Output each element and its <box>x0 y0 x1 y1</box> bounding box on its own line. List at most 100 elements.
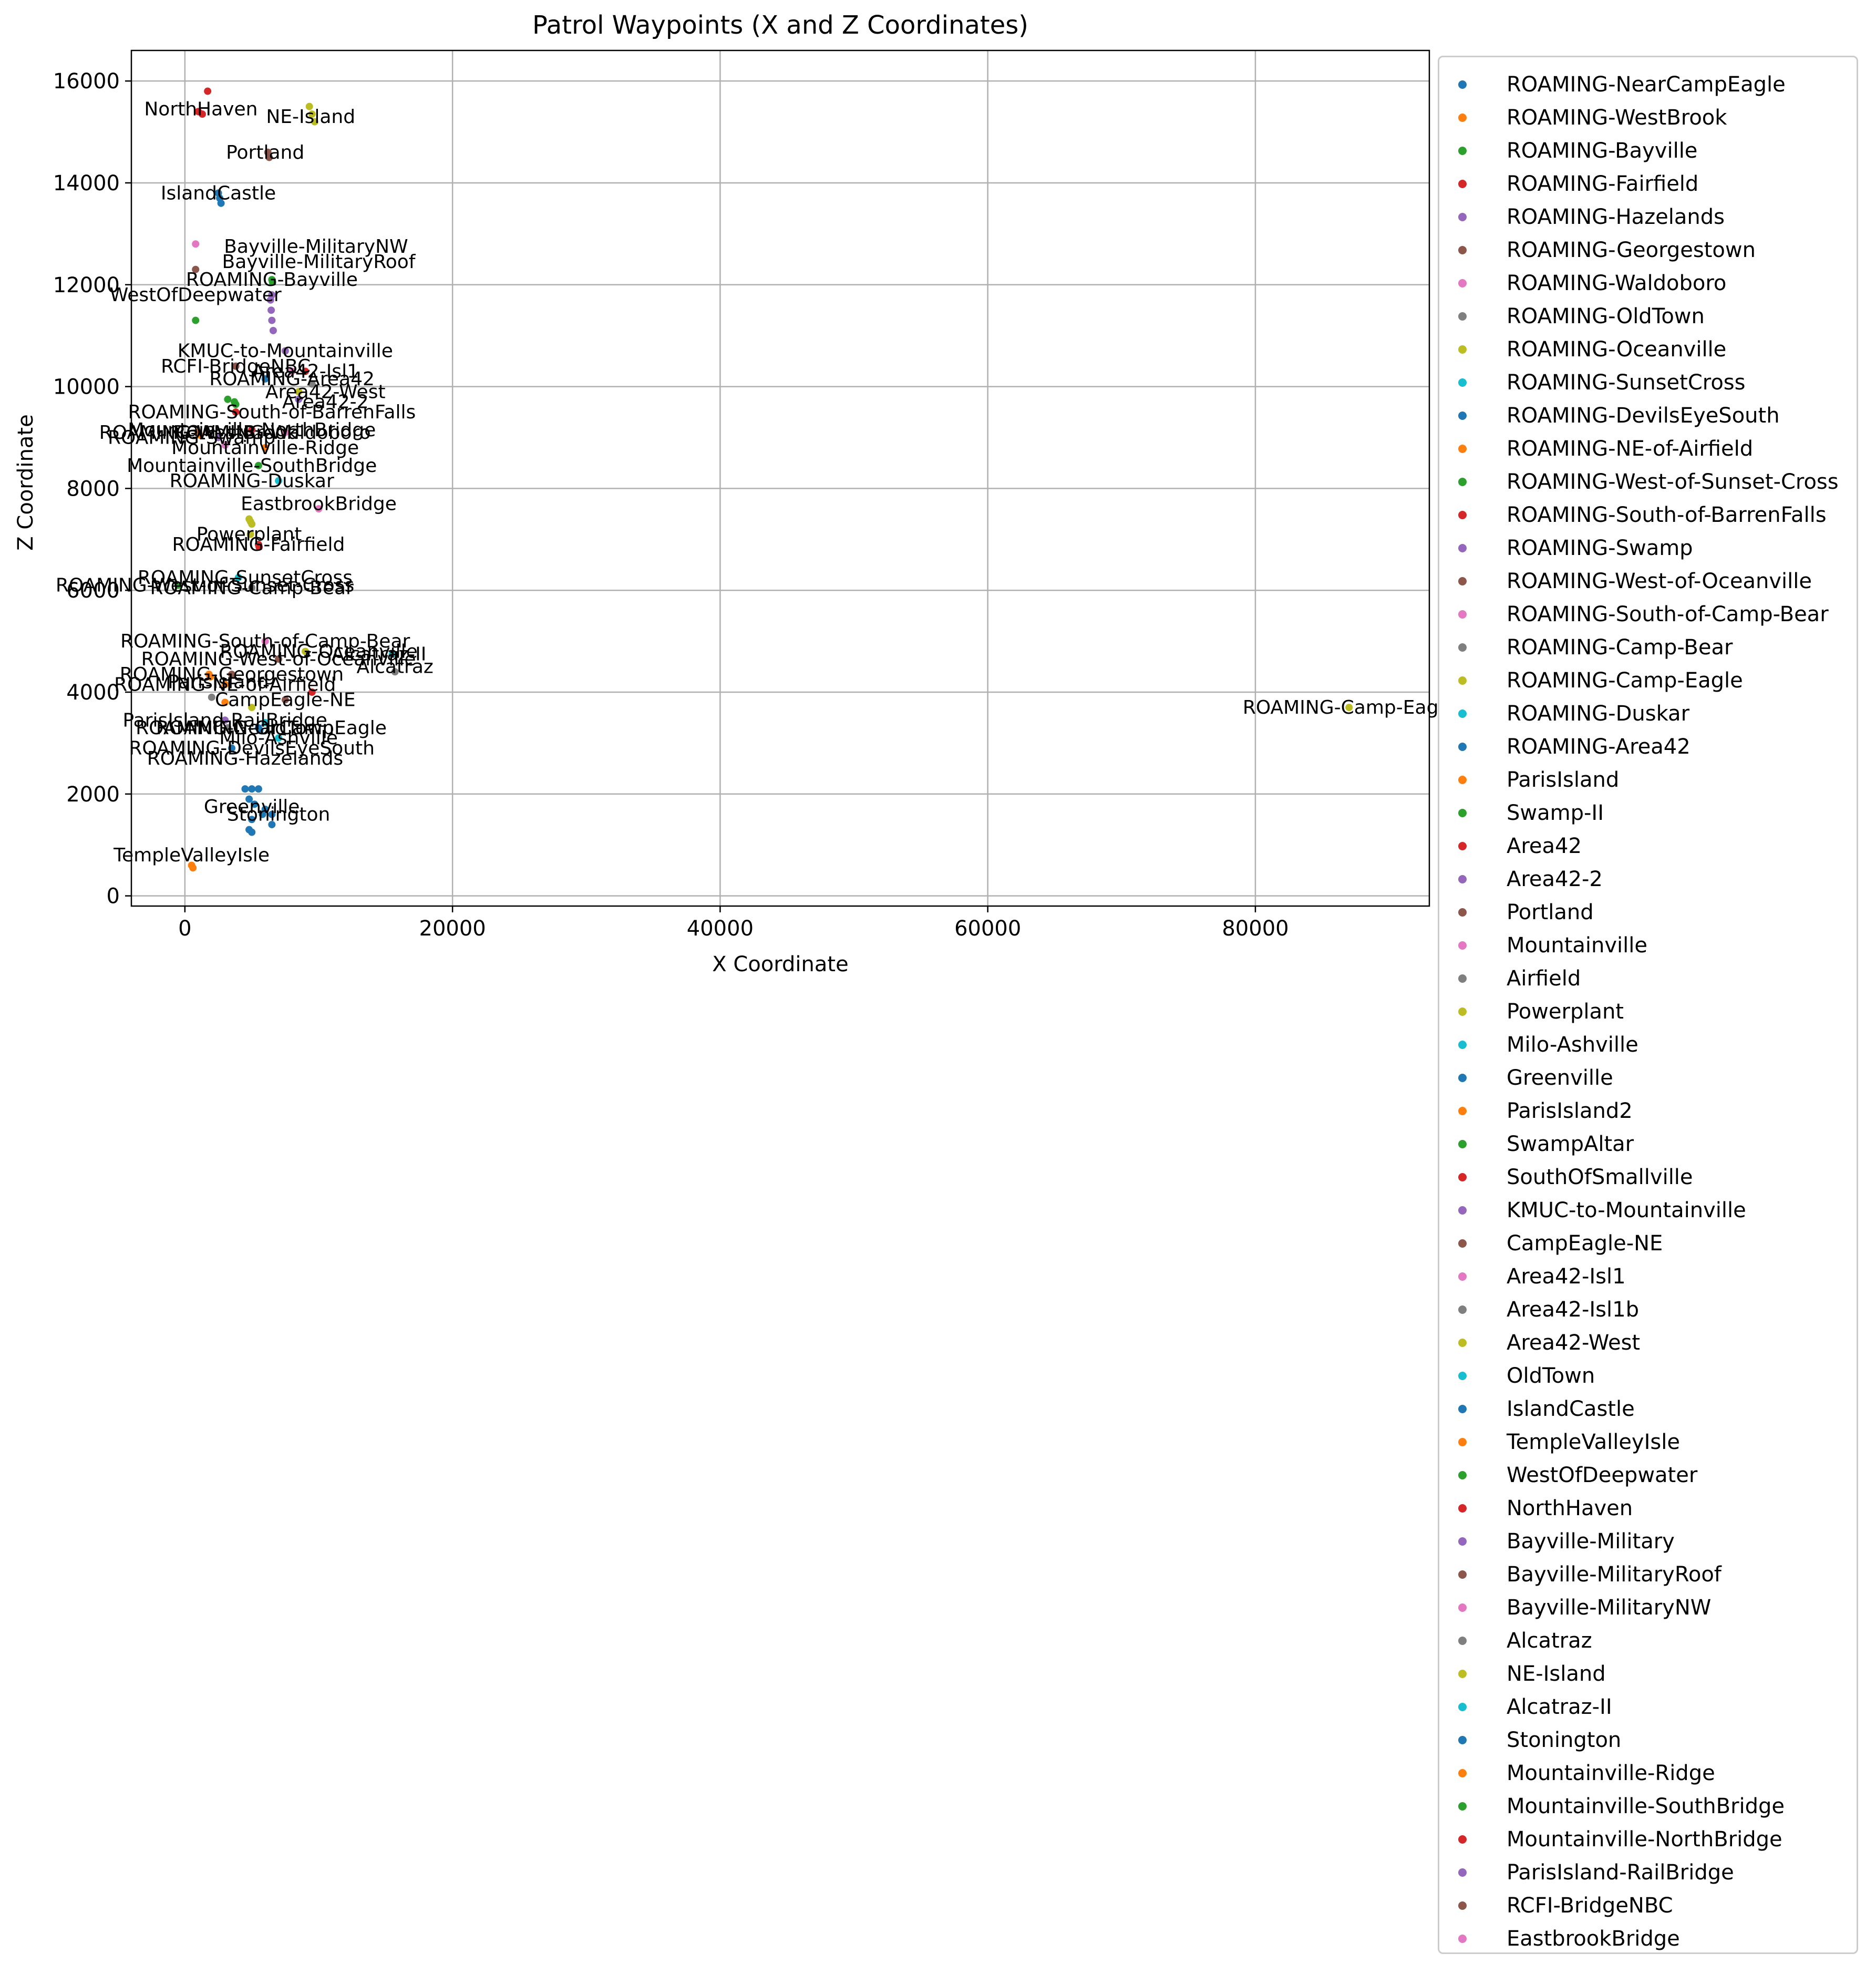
legend-item: Area42-Isl1b <box>1439 1294 1860 1327</box>
point-label: ROAMING-Georgestown <box>120 664 344 685</box>
point-label: ROAMING-Oceanville <box>220 641 417 662</box>
legend-marker <box>1458 1239 1467 1248</box>
legend-marker <box>1458 974 1467 983</box>
data-point <box>254 785 262 793</box>
legend-label: Alcatraz <box>1507 1629 1592 1653</box>
legend-marker <box>1458 1670 1467 1678</box>
legend-marker <box>1458 478 1467 486</box>
point-label: WestOfDeepwater <box>110 284 282 306</box>
legend-label: ROAMING-Hazelands <box>1507 205 1725 229</box>
point-label: ROAMING-Hazelands <box>147 748 344 769</box>
legend-marker <box>1458 1074 1467 1082</box>
point-label: ROAMING-South-of-BarrenFalls <box>128 402 416 423</box>
legend-item: EastbrookBridge <box>1439 1923 1860 1956</box>
point-label: ROAMING-West-of-Sunset-Cross <box>56 575 354 597</box>
point-label: ROAMING-Waldoboro <box>173 422 371 444</box>
data-point <box>315 505 323 513</box>
legend-item: ROAMING-Waldoboro <box>1439 268 1860 300</box>
data-point <box>224 724 232 732</box>
grid <box>131 50 1429 906</box>
data-point <box>248 828 256 836</box>
point-label: Alcatraz-II <box>332 643 427 665</box>
data-point <box>232 408 240 416</box>
data-point <box>221 441 229 449</box>
legend-label: ROAMING-WestBrook <box>1507 106 1727 130</box>
point-label: ROAMING-Camp-Bear <box>150 577 354 599</box>
legend-label: Bayville-MilitaryRoof <box>1507 1562 1722 1587</box>
point-label: Mountainville-NorthBridge <box>128 419 376 441</box>
data-point <box>259 810 266 818</box>
legend-marker <box>1458 1173 1467 1181</box>
data-point <box>248 816 256 824</box>
data-point <box>228 744 235 752</box>
data-point <box>214 434 222 441</box>
point-label: IslandCastle <box>161 182 276 204</box>
legend-item: KMUC-to-Mountainville <box>1439 1195 1860 1227</box>
data-point <box>254 461 262 469</box>
point-label: ROAMING-OldTown <box>156 717 334 739</box>
y-axis-label: Z Coordinate <box>14 414 38 550</box>
data-point <box>228 671 235 678</box>
plot-area <box>130 49 1430 907</box>
data-point <box>265 153 273 161</box>
legend-item: Bayville-MilitaryRoof <box>1439 1559 1860 1591</box>
legend-marker <box>1458 80 1467 89</box>
legend-item: RCFI-BridgeNBC <box>1439 1890 1860 1922</box>
legend-marker <box>1458 445 1467 453</box>
point-label: ROAMING-Area42 <box>209 368 375 390</box>
point-label: ROAMING-SunsetCross <box>138 567 353 589</box>
data-point <box>305 102 313 110</box>
legend-item: ROAMING-South-of-BarrenFalls <box>1439 499 1860 532</box>
legend-item: SouthOfSmallville <box>1439 1161 1860 1194</box>
data-point <box>295 395 303 403</box>
data-point <box>248 785 256 793</box>
data-point <box>198 110 206 118</box>
legend-marker <box>1458 643 1467 652</box>
legend-label: Greenville <box>1507 1066 1613 1090</box>
legend-marker <box>1458 1703 1467 1711</box>
legend-marker <box>1458 213 1467 221</box>
data-point <box>308 688 316 696</box>
legend-item: ROAMING-SunsetCross <box>1439 367 1860 399</box>
legend-item: ROAMING-South-of-Camp-Bear <box>1439 599 1860 631</box>
legend-marker <box>1458 279 1467 287</box>
legend-marker <box>1458 1272 1467 1281</box>
point-label: Alcatraz <box>356 656 433 678</box>
legend-item: Airfield <box>1439 963 1860 995</box>
point-label: Powerplant <box>197 524 302 546</box>
data-point <box>295 388 303 396</box>
legend-marker <box>1458 312 1467 321</box>
legend-item: Bayville-Military <box>1439 1526 1860 1558</box>
legend-label: Swamp-II <box>1507 801 1604 825</box>
point-label: Area42-2 <box>282 392 369 413</box>
legend-label: Area42-West <box>1507 1331 1641 1355</box>
point-label: ParisIsland-RailBridge <box>123 709 327 731</box>
legend-label: Area42-Isl1b <box>1507 1298 1639 1322</box>
data-point <box>268 316 276 324</box>
legend-item: IslandCastle <box>1439 1393 1860 1426</box>
legend-marker <box>1458 1339 1467 1347</box>
data-point <box>308 110 316 118</box>
legend-label: ROAMING-NearCampEagle <box>1507 73 1786 97</box>
legend-item: Area42-2 <box>1439 863 1860 896</box>
legend-label: Mountainville <box>1507 933 1647 958</box>
data-point <box>261 444 269 451</box>
legend-label: ROAMING-OldTown <box>1507 304 1705 328</box>
data-point <box>204 87 212 95</box>
data-point <box>217 199 225 207</box>
legend-item: ROAMING-Fairfield <box>1439 168 1860 201</box>
data-point <box>268 291 276 299</box>
data-point <box>192 265 200 273</box>
legend-marker <box>1458 511 1467 519</box>
legend-label: ROAMING-South-of-Camp-Bear <box>1507 602 1829 626</box>
data-point <box>208 693 215 701</box>
legend-item: WestOfDeepwater <box>1439 1459 1860 1492</box>
data-point <box>248 704 256 712</box>
legend-label: Milo-Ashville <box>1507 1033 1638 1057</box>
legend-marker <box>1458 776 1467 784</box>
legend-label: Stonington <box>1507 1728 1622 1752</box>
legend-item: Swamp-II <box>1439 797 1860 830</box>
point-label: ROAMING-DevilsEyeSouth <box>129 738 375 759</box>
data-point <box>241 785 249 793</box>
